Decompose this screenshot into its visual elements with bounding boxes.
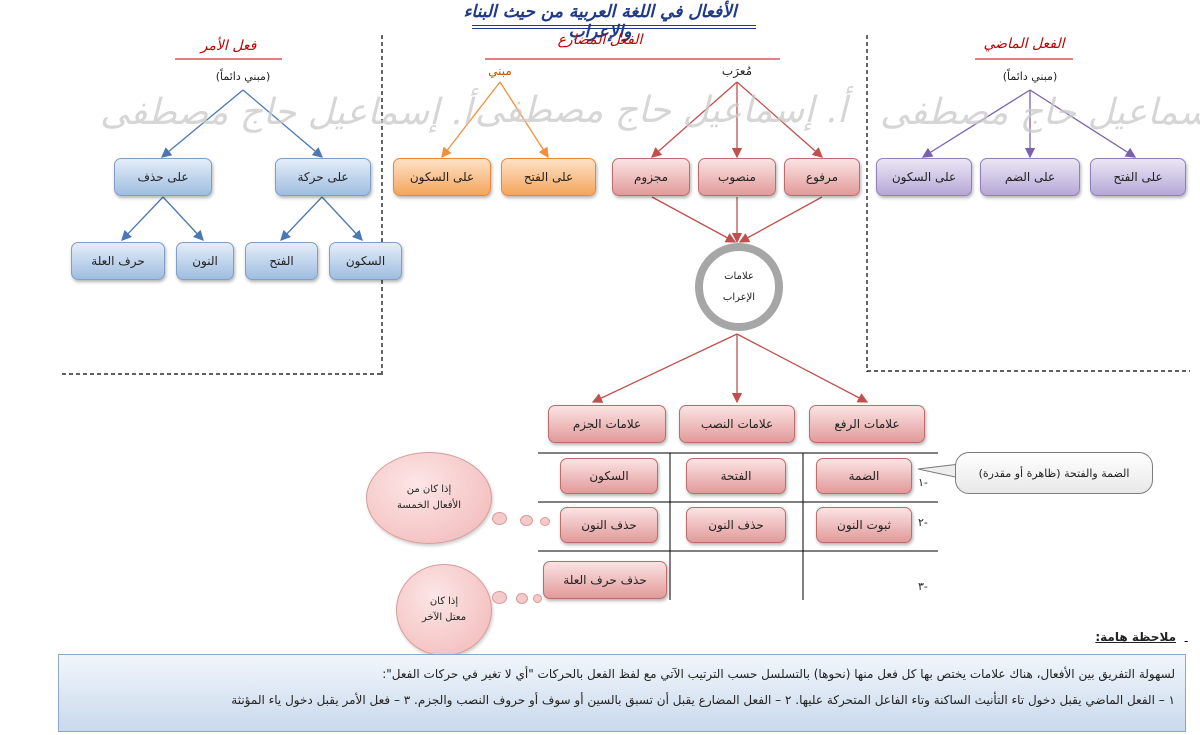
- signs-header-raf: علامات الرفع: [809, 405, 925, 443]
- mudari-mabni-label: مبني: [488, 64, 512, 78]
- amr-leaf-harf-illa: حرف العلة: [71, 242, 165, 280]
- cloud2-bubble-1: [492, 591, 507, 604]
- mudari-murab-label: مُعرَب: [721, 64, 753, 78]
- sign-nasb-fatha: الفتحة: [686, 458, 786, 494]
- watermark-center: أ. إسماعيل حاج مصطفى: [475, 90, 848, 131]
- note-box: لسهولة التفريق بين الأفعال، هناك علامات …: [58, 654, 1186, 732]
- cloud1-bubble-3: [540, 517, 550, 526]
- irab-circle-line1: علامات: [724, 271, 754, 282]
- watermark-right: أ. إسماعيل حاج مصطفى: [880, 92, 1200, 133]
- amr-branch-hadhf: على حذف: [114, 158, 212, 196]
- mudari-marfu: مرفوع: [784, 158, 860, 196]
- sign-raf-thubut-nun: ثبوت النون: [816, 507, 912, 543]
- madi-fath: على الفتح: [1090, 158, 1186, 196]
- damma-fatha-callout: الضمة والفتحة (ظاهرة أو مقدرة): [955, 452, 1153, 494]
- madi-mabni-label: (مبني دائماً): [1002, 70, 1058, 83]
- cloud1-bubble-2: [520, 515, 533, 526]
- amr-leaf-sukun: السكون: [329, 242, 402, 280]
- signs-header-jazm: علامات الجزم: [548, 405, 666, 443]
- sign-raf-damma: الضمة: [816, 458, 912, 494]
- title-underline: [472, 25, 756, 26]
- amr-mabni-label: (مبني دائماً): [215, 70, 271, 83]
- amr-branch-haraka: على حركة: [275, 158, 371, 196]
- sign-jazm-sukun: السكون: [560, 458, 658, 494]
- amr-title: فعل الأمر: [200, 38, 257, 54]
- note-bullet: -: [1184, 634, 1189, 648]
- note-line-2: ١ – الفعل الماضي يقبل دخول تاء التأنيث ا…: [231, 693, 1175, 707]
- cloud2-bubble-2: [516, 593, 528, 604]
- row-number-3: -٣: [918, 580, 928, 593]
- signs-header-nasb: علامات النصب: [679, 405, 795, 443]
- madi-sukun: على السكون: [876, 158, 972, 196]
- cloud1-bubble-1: [492, 512, 507, 525]
- row-number-1: -١: [918, 476, 928, 489]
- cloud-five-verbs-line1: إذا كان من: [406, 484, 452, 495]
- cloud-five-verbs: إذا كان من الأفعال الخمسة: [366, 452, 492, 544]
- sign-jazm-hadhf-harf-illa: حذف حرف العلة: [543, 561, 667, 599]
- row-number-2: -٢: [918, 516, 928, 529]
- sign-nasb-hadhf-nun: حذف النون: [686, 507, 786, 543]
- mudari-mansub: منصوب: [698, 158, 776, 196]
- page-title: الأفعال في اللغة العربية من حيث البناء و…: [463, 2, 737, 42]
- cloud-weak-ending-line1: إذا كان: [429, 596, 459, 607]
- mudari-mabni-fath: على الفتح: [501, 158, 596, 196]
- irab-signs-circle: علامات الإعراب: [695, 243, 783, 331]
- watermark-left: أ. إسماعيل حاج مصطفى: [100, 92, 473, 133]
- amr-leaf-nun: النون: [176, 242, 234, 280]
- mudari-mabni-sukun: على السكون: [393, 158, 491, 196]
- cloud-weak-ending-line2: معتل الآخر: [421, 612, 467, 623]
- title-underline-2: [472, 28, 756, 29]
- note-line-1: لسهولة التفريق بين الأفعال، هناك علامات …: [382, 667, 1175, 681]
- madi-damm: على الضم: [980, 158, 1080, 196]
- cloud2-bubble-3: [533, 594, 542, 603]
- amr-leaf-fath: الفتح: [245, 242, 318, 280]
- note-label: ملاحظة هامة:: [1095, 630, 1176, 644]
- madi-title: الفعل الماضي: [983, 36, 1065, 52]
- irab-circle-line2: الإعراب: [722, 292, 756, 303]
- mudari-majzum: مجزوم: [612, 158, 690, 196]
- mudari-title: الفعل المضارع: [557, 32, 643, 48]
- sign-jazm-hadhf-nun: حذف النون: [560, 507, 658, 543]
- cloud-five-verbs-line2: الأفعال الخمسة: [397, 500, 461, 511]
- cloud-weak-ending: إذا كان معتل الآخر: [396, 564, 492, 656]
